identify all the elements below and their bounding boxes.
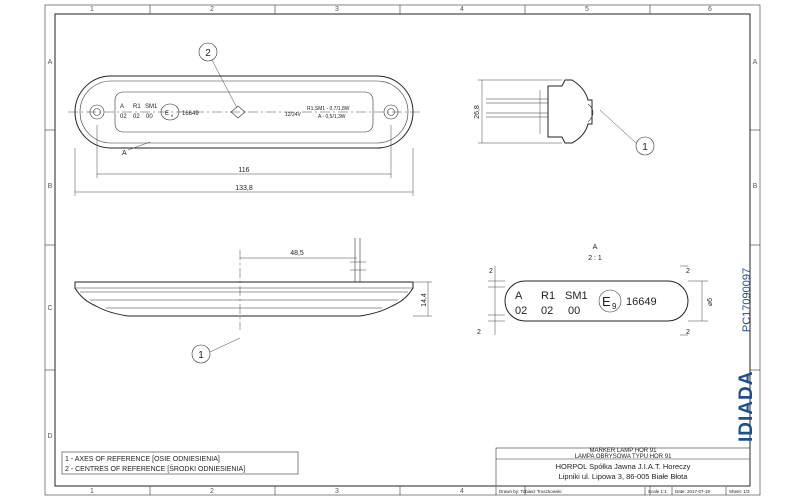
callout-1-leader-bottom [209, 337, 241, 353]
detail-scale: 2 : 1 [588, 255, 602, 262]
front-mark-r2b: 02 [133, 114, 140, 120]
callout-1-bottom [191, 344, 211, 364]
dim-length: 133,8 [235, 185, 253, 192]
detail-mark-r1b: R1 [541, 290, 555, 302]
grid-row-b-right: B [753, 183, 758, 190]
callout-1-side-label: 1 [642, 142, 648, 153]
front-mark-r2a: 02 [120, 114, 127, 120]
section-a-leader [127, 141, 151, 151]
detail-e-mark: E [602, 294, 611, 309]
detail-mark-r1c: SM1 [565, 290, 588, 302]
legend-line-1: 1 - AXES OF REFERENCE [OSIE ODNIESIENIA] [65, 456, 220, 463]
part-code: PC17090097 [741, 268, 753, 332]
legend-line-2: 2 - CENTRES OF REFERENCE [ŚRODKI ODNIESI… [65, 464, 245, 473]
callout-1-side [635, 136, 655, 156]
front-mark-r2c: 00 [146, 114, 153, 120]
dim-holes: 116 [238, 167, 249, 174]
callout-2-leader [211, 59, 238, 109]
front-mark-r1a: A [120, 104, 124, 110]
sheet-value: Sheet: 1/3 [729, 489, 750, 494]
bottom-view [74, 238, 414, 330]
grid-col-4-bottom: 4 [460, 488, 464, 495]
brand-wordmark: IDIADA [736, 371, 757, 442]
title-en: MARKER LAMP HOR 91 [590, 448, 658, 454]
detail-mark-r2a: 02 [515, 305, 527, 317]
idiada-logo: IDIADA [736, 371, 757, 442]
grid-col-1-bottom: 1 [90, 488, 94, 495]
inner-frame [54, 13, 751, 487]
section-a-label: A [122, 150, 127, 157]
dim-detail-2c: 2 [686, 268, 690, 275]
legend-box [61, 451, 299, 475]
dim-detail-2b: 2 [477, 329, 481, 336]
front-power2: A - 0,5/1,3W [318, 114, 346, 120]
grid-ticks [45, 5, 760, 495]
front-e-mark: E [165, 111, 169, 117]
callout-2 [198, 42, 218, 62]
drawn-by: Drawn by: Tobiasz Truszkowski [499, 489, 561, 494]
callout-1-leader-side [599, 109, 637, 144]
scale-value: Scale 1:1 [648, 489, 667, 494]
front-mark-r1c: SM1 [145, 104, 158, 110]
front-approval: 16649 [182, 111, 199, 117]
title-block-frame [495, 447, 751, 495]
grid-col-2-bottom: 2 [210, 488, 214, 495]
front-voltage: 12/24V [285, 112, 302, 118]
grid-row-c: C [47, 305, 52, 312]
grid-col-2: 2 [210, 6, 214, 13]
grid-col-6: 6 [708, 6, 712, 13]
detail-mark-r2b: 02 [541, 305, 553, 317]
callout-1-bottom-label: 1 [198, 350, 204, 361]
dim-lines-side [478, 79, 562, 144]
detail-approval: 16649 [626, 296, 657, 308]
grid-col-4: 4 [460, 6, 464, 13]
grid-row-a: A [48, 59, 53, 66]
grid-col-5: 5 [585, 6, 589, 13]
dim-lines-detail [488, 265, 708, 336]
dim-detail-2a: 2 [489, 268, 493, 275]
front-mark-r1b: R1 [133, 104, 141, 110]
dim-detail-2d: 2 [686, 329, 690, 336]
side-view [486, 79, 594, 144]
grid-row-b: B [48, 183, 53, 190]
dim-offset: 48,5 [290, 250, 304, 257]
grid-row-d: D [47, 433, 52, 440]
dim-lines-front [74, 125, 414, 196]
dim-height-side: 26,8 [474, 105, 481, 119]
front-e-num: 9 [171, 113, 174, 118]
front-power1: R1,SM1 - 0,7/1,8W [307, 106, 350, 112]
detail-mark-r1a: A [515, 290, 523, 302]
grid-row-a-right: A [753, 59, 758, 66]
company-address: Lipniki ul. Lipowa 3, 86-005 Białe Błota [559, 472, 689, 481]
dim-lines-bottom [240, 257, 432, 317]
company-name: HORPOL Spółka Jawna J.I.A.T. Horeczy [556, 462, 691, 471]
dim-diameter: ⌀6 [707, 298, 714, 306]
grid-col-3: 3 [335, 6, 339, 13]
detail-view [504, 280, 689, 322]
title-pl: LAMPA OBRYSOWA TYPU HOR 91 [575, 454, 672, 460]
front-view [68, 75, 420, 149]
date-value: Date: 2017-07-19 [675, 489, 711, 494]
dim-thickness: 14,4 [421, 293, 428, 307]
detail-mark-r2c: 00 [568, 305, 580, 317]
callout-2-label: 2 [205, 48, 211, 59]
grid-col-1: 1 [90, 6, 94, 13]
grid-col-3-bottom: 3 [335, 488, 339, 495]
detail-title: A [593, 244, 598, 251]
outer-frame [44, 4, 761, 496]
detail-e-num: 9 [612, 302, 617, 311]
